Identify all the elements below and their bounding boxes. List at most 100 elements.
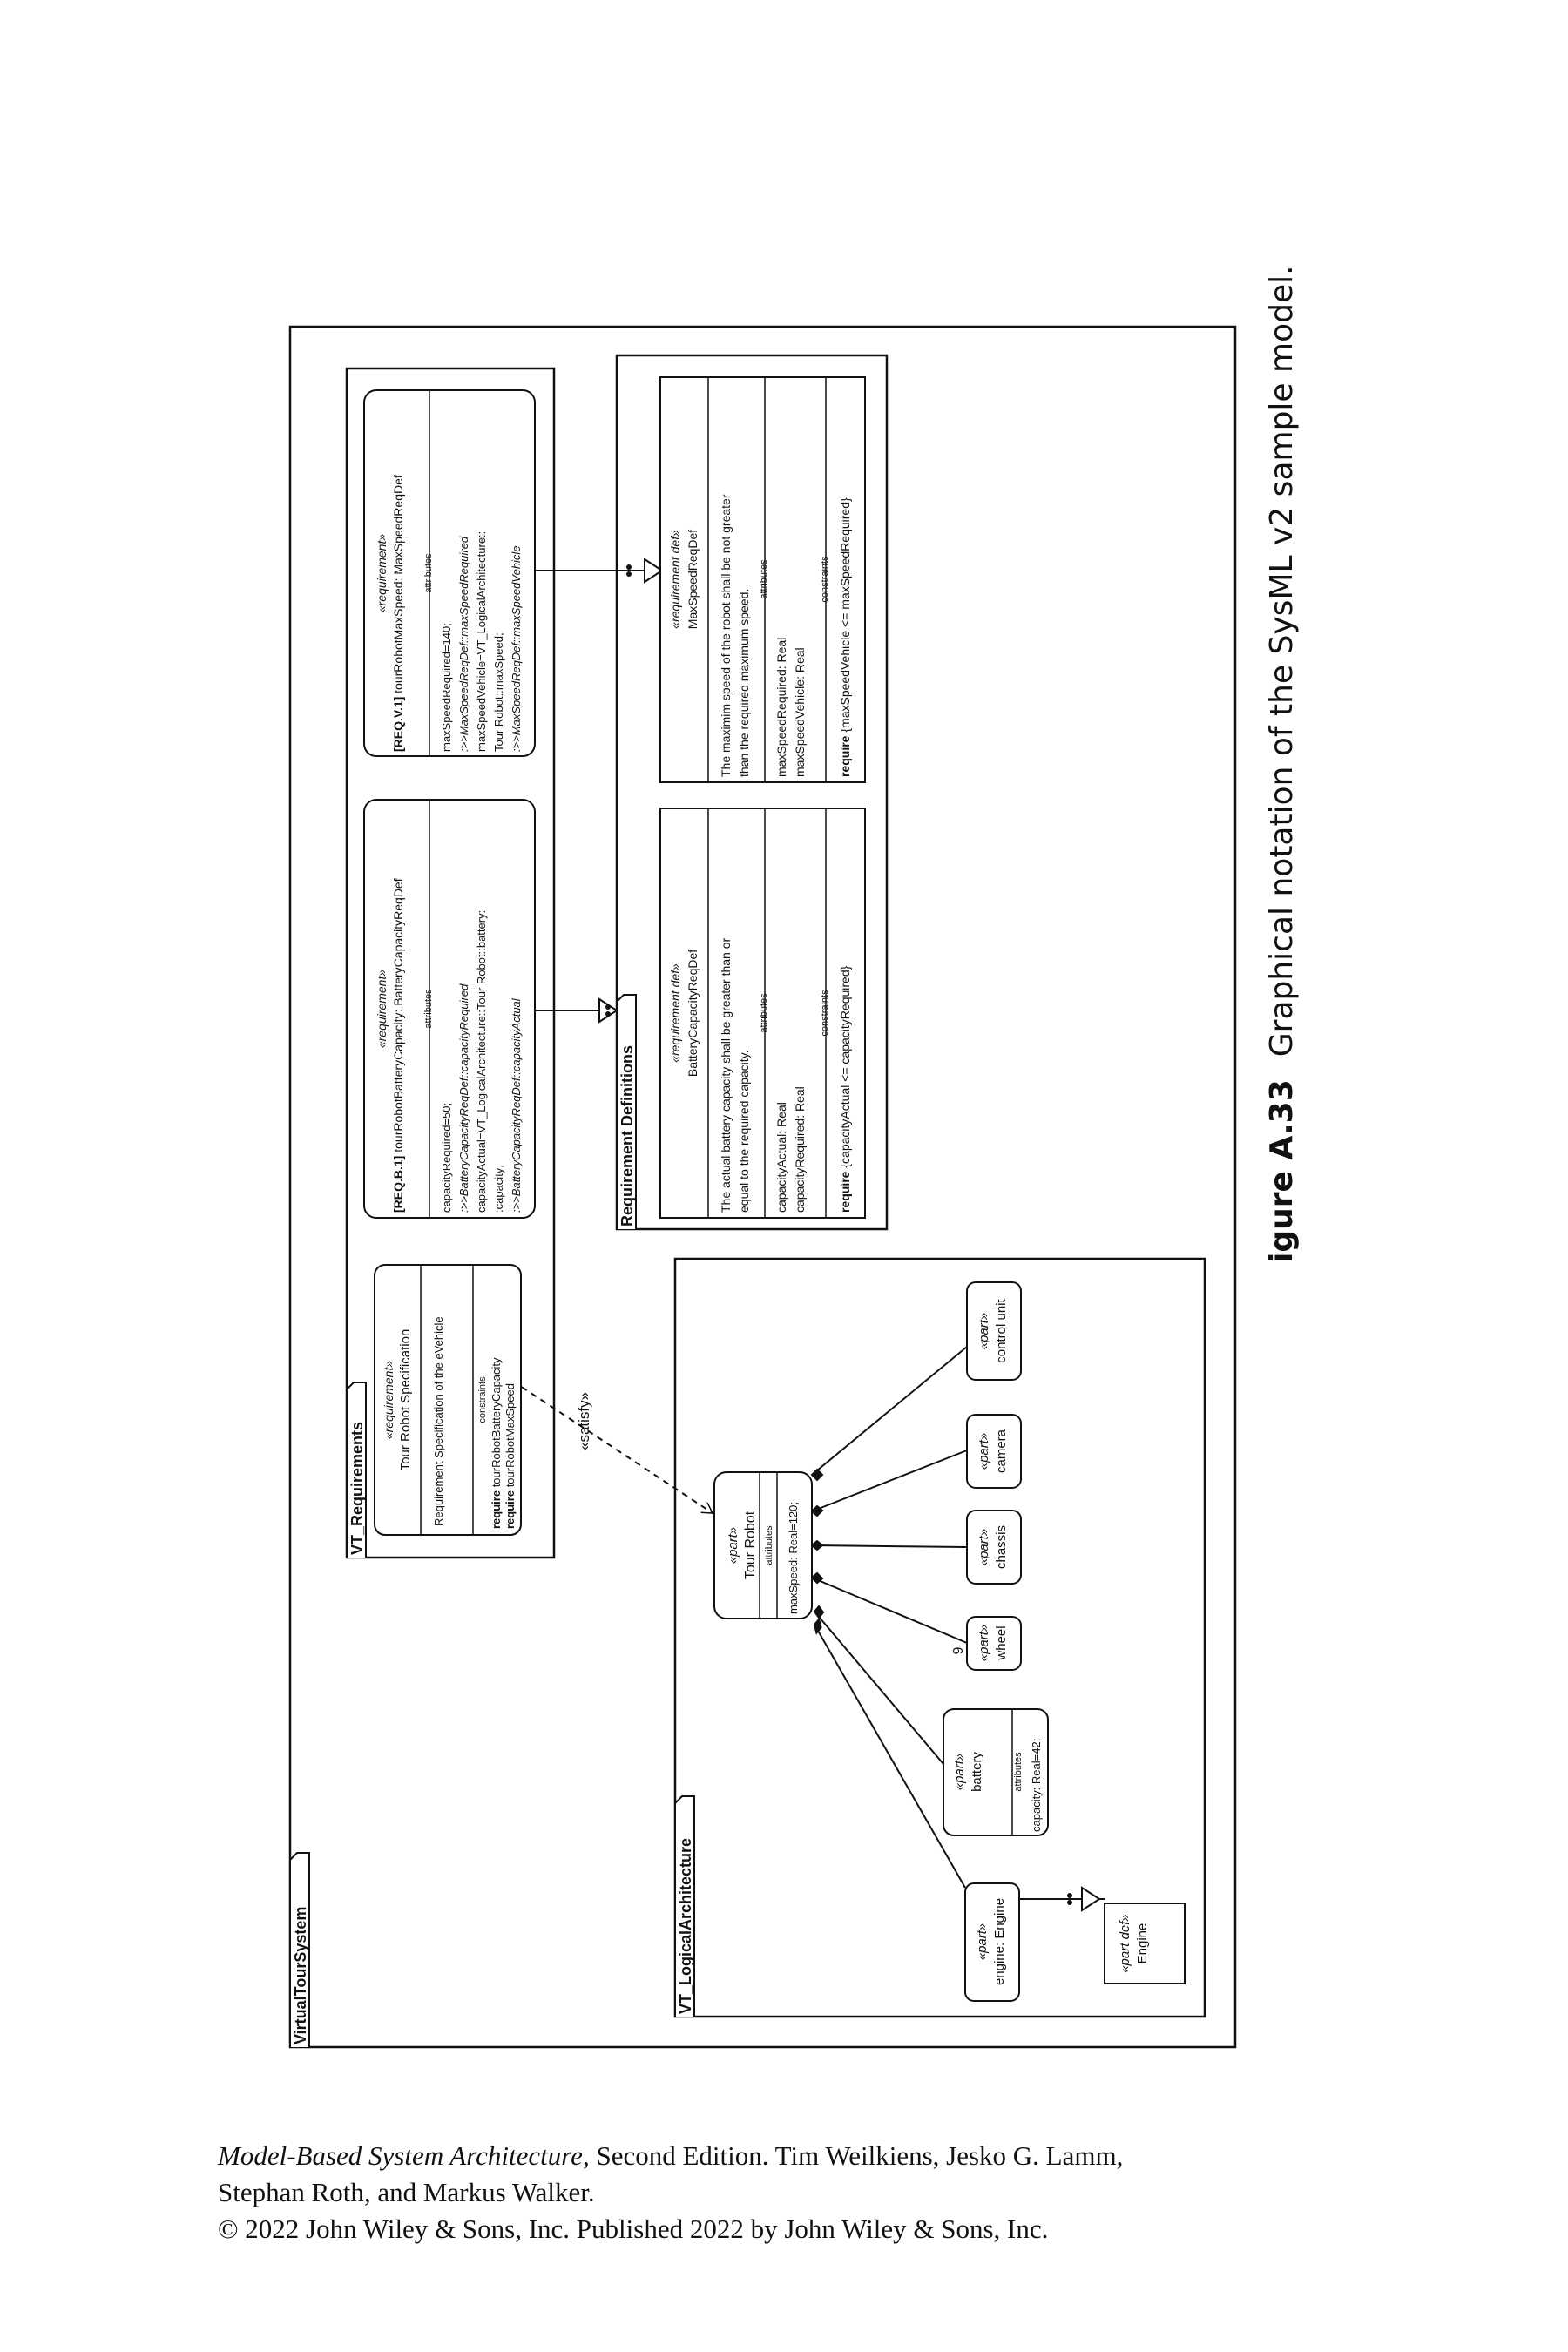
book-footer: Model-Based System Architecture, Second … (218, 2138, 1350, 2247)
spec-require-kw-2: require (504, 1490, 517, 1529)
speed-def-doc-1: The maximim speed of the robot shall be … (719, 494, 733, 777)
speed-req-line-2: :>>MaxSpeedReqDef::maxSpeedRequired (457, 536, 470, 752)
wheel-stereotype: «part» (977, 1625, 991, 1662)
battery-def-cons-label: constraints (820, 990, 830, 1037)
composition-connectors (810, 1346, 968, 1889)
camera-name: camera (994, 1429, 1009, 1473)
engine-def-stereotype: «part def» (1118, 1914, 1132, 1973)
battery-req-line-4: :capacity; (492, 1165, 505, 1213)
battery-req-id: [REQ.B.1] (391, 1156, 405, 1213)
battery-def-doc-2: equal to the required capacity. (737, 1050, 751, 1213)
logical-architecture-label: VT_LogicalArchitecture (677, 1838, 694, 2014)
battery-req-name: tourRobotBatteryCapacity: BatteryCapacit… (391, 878, 405, 1155)
svg-text:require tourRobotBatteryCapaci: require tourRobotBatteryCapacity (490, 1357, 503, 1529)
speed-req-line-1: maxSpeedRequired=140; (440, 623, 453, 752)
battery-stereotype: «part» (952, 1754, 967, 1791)
engine-def-name: Engine (1135, 1923, 1150, 1964)
control-unit-part[interactable]: «part» control unit (966, 1281, 1022, 1381)
speed-def-stereotype: «requirement def» (668, 530, 682, 629)
speed-def-cons-label: constraints (820, 556, 830, 603)
battery-def-attr-2: capacityRequired: Real (793, 1086, 807, 1213)
spec-require-2: tourRobotMaxSpeed (504, 1383, 517, 1490)
battery-req-line-5: :>>BatteryCapacityReqDef::capacityActual (510, 997, 523, 1213)
virtual-tour-system-label: VirtualTourSystem (292, 1907, 309, 2044)
spec-name: Tour Robot Specification (398, 1329, 413, 1471)
svg-text:require {capacityActual <= cap: require {capacityActual <= capacityRequi… (838, 965, 852, 1213)
footer-line-2: Stephan Roth, and Markus Walker. (218, 2177, 595, 2207)
engine-part-stereotype: «part» (975, 1923, 990, 1961)
battery-def-require-kw: require (838, 1171, 852, 1213)
battery-req-compartment-label: attributes (423, 989, 434, 1029)
tour-robot-stereotype: «part» (726, 1527, 740, 1565)
wheel-multiplicity: 6 (950, 1647, 964, 1655)
speed-def-attr-2: maxSpeedVehicle: Real (793, 647, 807, 777)
svg-text:require tourRobotMaxSpeed: require tourRobotMaxSpeed (504, 1383, 517, 1529)
max-speed-req-def[interactable]: «requirement def» MaxSpeedReqDef The max… (659, 376, 866, 783)
speed-req-line-3: maxSpeedVehicle=VT_LogicalArchitecture:: (475, 531, 488, 752)
battery-def-require: {capacityActual <= capacityRequired} (838, 965, 852, 1171)
footer-line-1: , Second Edition. Tim Weilkiens, Jesko G… (582, 2140, 1124, 2171)
speed-def-require: {maxSpeedVehicle <= maxSpeedRequired} (838, 497, 852, 736)
battery-def-attrs-label: attributes (759, 993, 769, 1033)
chassis-name: chassis (994, 1525, 1009, 1569)
svg-text:[REQ.B.1] tourRobotBatteryCapa: [REQ.B.1] tourRobotBatteryCapacity: Batt… (391, 878, 405, 1213)
tour-robot-max-speed: maxSpeed: Real=120; (787, 1502, 800, 1614)
control-unit-name: control unit (994, 1298, 1009, 1362)
spec-stereotype: «requirement» (382, 1361, 395, 1439)
battery-def-attr-1: capacityActual: Real (774, 1102, 788, 1213)
requirements-frame: VT_Requirements (345, 367, 556, 1559)
logical-architecture-frame: VT_LogicalArchitecture (673, 1257, 1206, 2018)
speed-req-line-5: :>>MaxSpeedReqDef::maxSpeedVehicle (510, 545, 523, 752)
battery-def-name: BatteryCapacityReqDef (686, 950, 700, 1077)
battery-req-line-2: :>>BatteryCapacityReqDef::capacityRequir… (457, 983, 470, 1213)
satisfy-dependency: «satisfy» (511, 1380, 713, 1514)
battery-req-line-3: capacityActual=VT_LogicalArchitecture::T… (475, 910, 488, 1213)
engine-part-name: engine: Engine (992, 1898, 1007, 1985)
chassis-part[interactable]: «part» chassis (966, 1510, 1022, 1585)
spec-require-1: tourRobotBatteryCapacity (490, 1357, 503, 1490)
speed-def-require-kw: require (838, 735, 852, 777)
spec-require-kw-1: require (490, 1490, 503, 1529)
requirement-definitions-label: Requirement Definitions (618, 1045, 636, 1227)
battery-def-doc-1: The actual battery capacity shall be gre… (719, 937, 733, 1213)
camera-part[interactable]: «part» camera (966, 1414, 1022, 1489)
engine-part[interactable]: «part» engine: Engine (964, 1882, 1020, 2002)
battery-req-defined-by (535, 997, 618, 1024)
battery-req-stereotype: «requirement» (375, 970, 389, 1048)
requirements-frame-label: VT_Requirements (348, 1422, 366, 1555)
figure-caption: igure A.33 Graphical notation of the SysM… (1260, 265, 1304, 1263)
max-speed-requirement[interactable]: «requirement» [REQ.V.1] tourRobotMaxSpee… (363, 389, 536, 757)
battery-capacity-requirement[interactable]: «requirement» [REQ.B.1] tourRobotBattery… (363, 799, 536, 1219)
speed-def-attrs-label: attributes (759, 559, 769, 599)
speed-req-compartment-label: attributes (423, 553, 434, 593)
battery-name: battery (970, 1752, 984, 1792)
battery-compartment-label: attributes (1013, 1752, 1024, 1792)
figure-number: igure A.33 (1264, 1079, 1300, 1263)
tour-robot-compartment-label: attributes (764, 1525, 774, 1565)
satisfy-label: «satisfy» (576, 1392, 592, 1450)
wheel-part[interactable]: «part» wheel 6 (950, 1616, 1022, 1671)
virtual-tour-system-frame: VirtualTourSystem (288, 325, 1237, 2049)
tour-robot-part[interactable]: «part» Tour Robot attributes maxSpeed: R… (713, 1471, 813, 1619)
book-title: Model-Based System Architecture (218, 2140, 583, 2171)
wheel-name: wheel (994, 1625, 1009, 1660)
speed-req-name: tourRobotMaxSpeed: MaxSpeedReqDef (391, 475, 405, 697)
svg-text:require {maxSpeedVehicle <= ma: require {maxSpeedVehicle <= maxSpeedRequ… (838, 497, 852, 777)
speed-req-line-4: Tour Robot::maxSpeed; (492, 632, 505, 752)
speed-def-doc-2: than the required maximum speed. (737, 589, 751, 777)
speed-req-stereotype: «requirement» (375, 534, 389, 612)
tour-robot-name: Tour Robot (743, 1511, 758, 1579)
speed-req-id: [REQ.V.1] (391, 697, 405, 752)
requirement-definitions-frame: Requirement Definitions (615, 354, 889, 1231)
battery-part[interactable]: «part» battery attributes capacity: Real… (943, 1708, 1049, 1836)
speed-req-defined-by (535, 558, 664, 584)
speed-def-attr-1: maxSpeedRequired: Real (774, 638, 788, 777)
figure-caption-text: Graphical notation of the SysML v2 sampl… (1264, 265, 1300, 1058)
battery-capacity-req-def[interactable]: «requirement def» BatteryCapacityReqDef … (659, 808, 866, 1219)
tour-robot-spec-requirement[interactable]: «requirement» Tour Robot Specification R… (374, 1264, 522, 1536)
svg-text:[REQ.V.1] tourRobotMaxSpeed: M: [REQ.V.1] tourRobotMaxSpeed: MaxSpeedReq… (391, 475, 405, 752)
spec-doc: Requirement Specification of the eVehicl… (432, 1316, 445, 1526)
battery-capacity: capacity: Real=42; (1030, 1739, 1043, 1832)
engine-part-def[interactable]: «part def» Engine (1104, 1903, 1186, 1984)
